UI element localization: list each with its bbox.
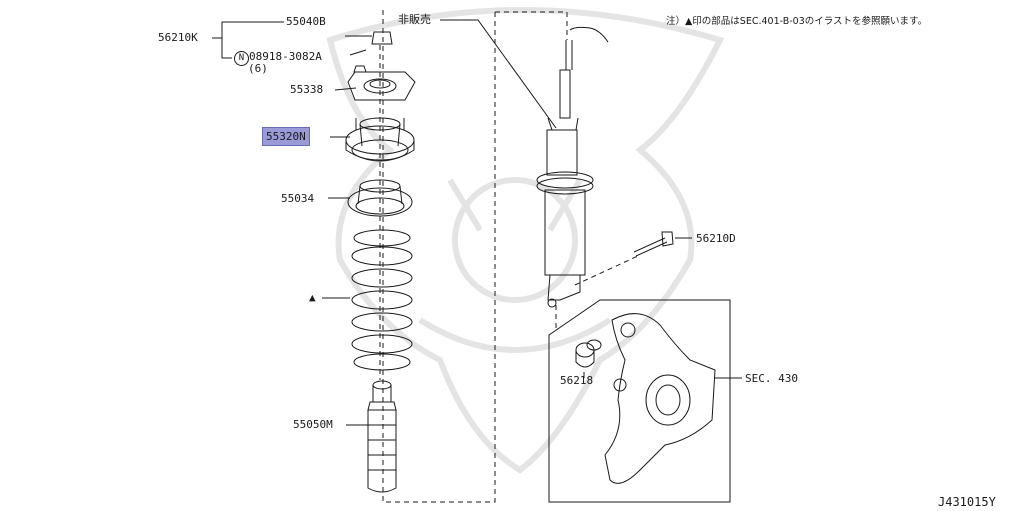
n-prefix-badge: N bbox=[234, 51, 249, 66]
part-label-55034[interactable]: 55034 bbox=[281, 192, 315, 205]
part-label-55040B[interactable]: 55040B bbox=[286, 15, 326, 28]
triangle-marker: ▲ bbox=[309, 291, 316, 304]
reference-note: 注）▲印の部品はSEC.401-B-03のイラストを参照願います。 bbox=[666, 16, 928, 27]
section-reference-430[interactable]: SEC. 430 bbox=[745, 372, 798, 385]
part-label-56210D[interactable]: 56210D bbox=[696, 232, 736, 245]
part-number-08918: 08918-3082A bbox=[249, 50, 322, 63]
part-label-56218[interactable]: 56218 bbox=[560, 374, 594, 387]
part-label-56210K[interactable]: 56210K bbox=[158, 31, 198, 44]
part-quantity-08918: (6) bbox=[248, 62, 268, 75]
part-label-55050M[interactable]: 55050M bbox=[293, 418, 333, 431]
diagram-code: J431015Y bbox=[938, 495, 996, 509]
part-label-55338[interactable]: 55338 bbox=[290, 83, 324, 96]
part-label-55320N-highlighted[interactable]: 55320N bbox=[262, 127, 310, 146]
not-for-sale-label: 非販売 bbox=[398, 13, 431, 26]
